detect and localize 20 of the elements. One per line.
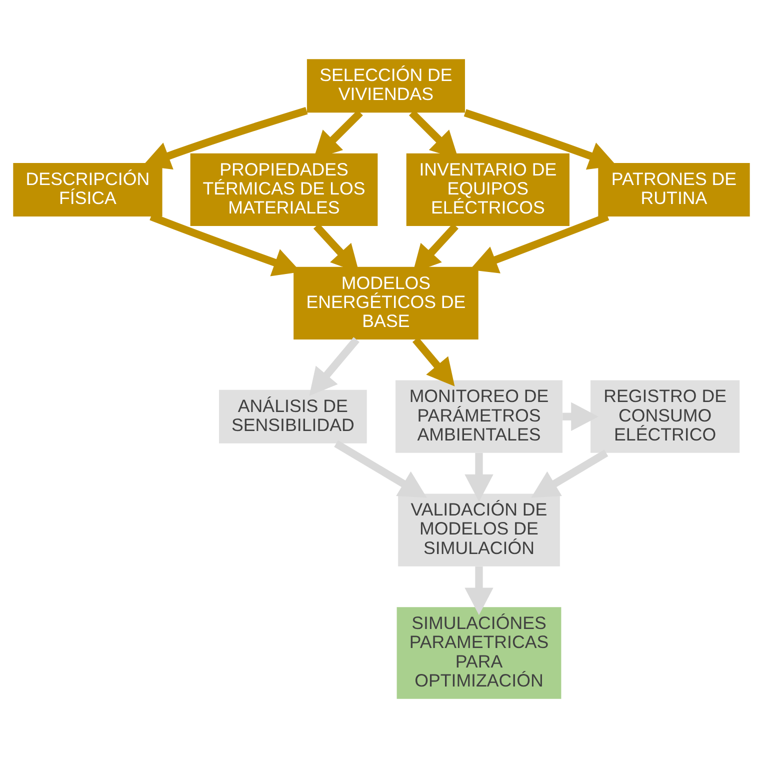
arrow xyxy=(562,402,598,430)
arrow xyxy=(464,108,617,170)
arrow xyxy=(464,452,494,502)
node-box: SIMULACIÓNES PARAMETRICAS PARA OPTIMIZACIÓN xyxy=(396,606,562,698)
arrow xyxy=(531,449,608,498)
arrow xyxy=(334,440,427,498)
node-box: VALIDACIÓN DE MODELOS DE SIMULACIÓN xyxy=(398,493,560,566)
node-box: PROPIEDADES TÉRMICAS DE LOS MATERIALES xyxy=(190,152,378,226)
node-box: REGISTRO DE CONSUMO ELÉCTRICO xyxy=(590,380,740,452)
node-box: PATRONES DE RUTINA xyxy=(598,162,750,216)
node-box: MODELOS ENERGÉTICOS DE BASE xyxy=(294,266,478,339)
arrow xyxy=(464,566,494,615)
node-box: ANÁLISIS DE SENSIBILIDAD xyxy=(219,389,367,443)
node-box: INVENTARIO DE EQUIPOS ELÉCTRICOS xyxy=(406,152,570,226)
node-box: SELECCIÓN DE VIVIENDAS xyxy=(306,58,465,112)
node-box: MONITOREO DE PARÁMETROS AMBIENTALES xyxy=(396,380,562,452)
arrow xyxy=(412,336,455,386)
node-box: DESCRIPCIÓN FÍSICA xyxy=(13,162,162,216)
arrow xyxy=(142,106,308,169)
arrow xyxy=(309,336,360,396)
